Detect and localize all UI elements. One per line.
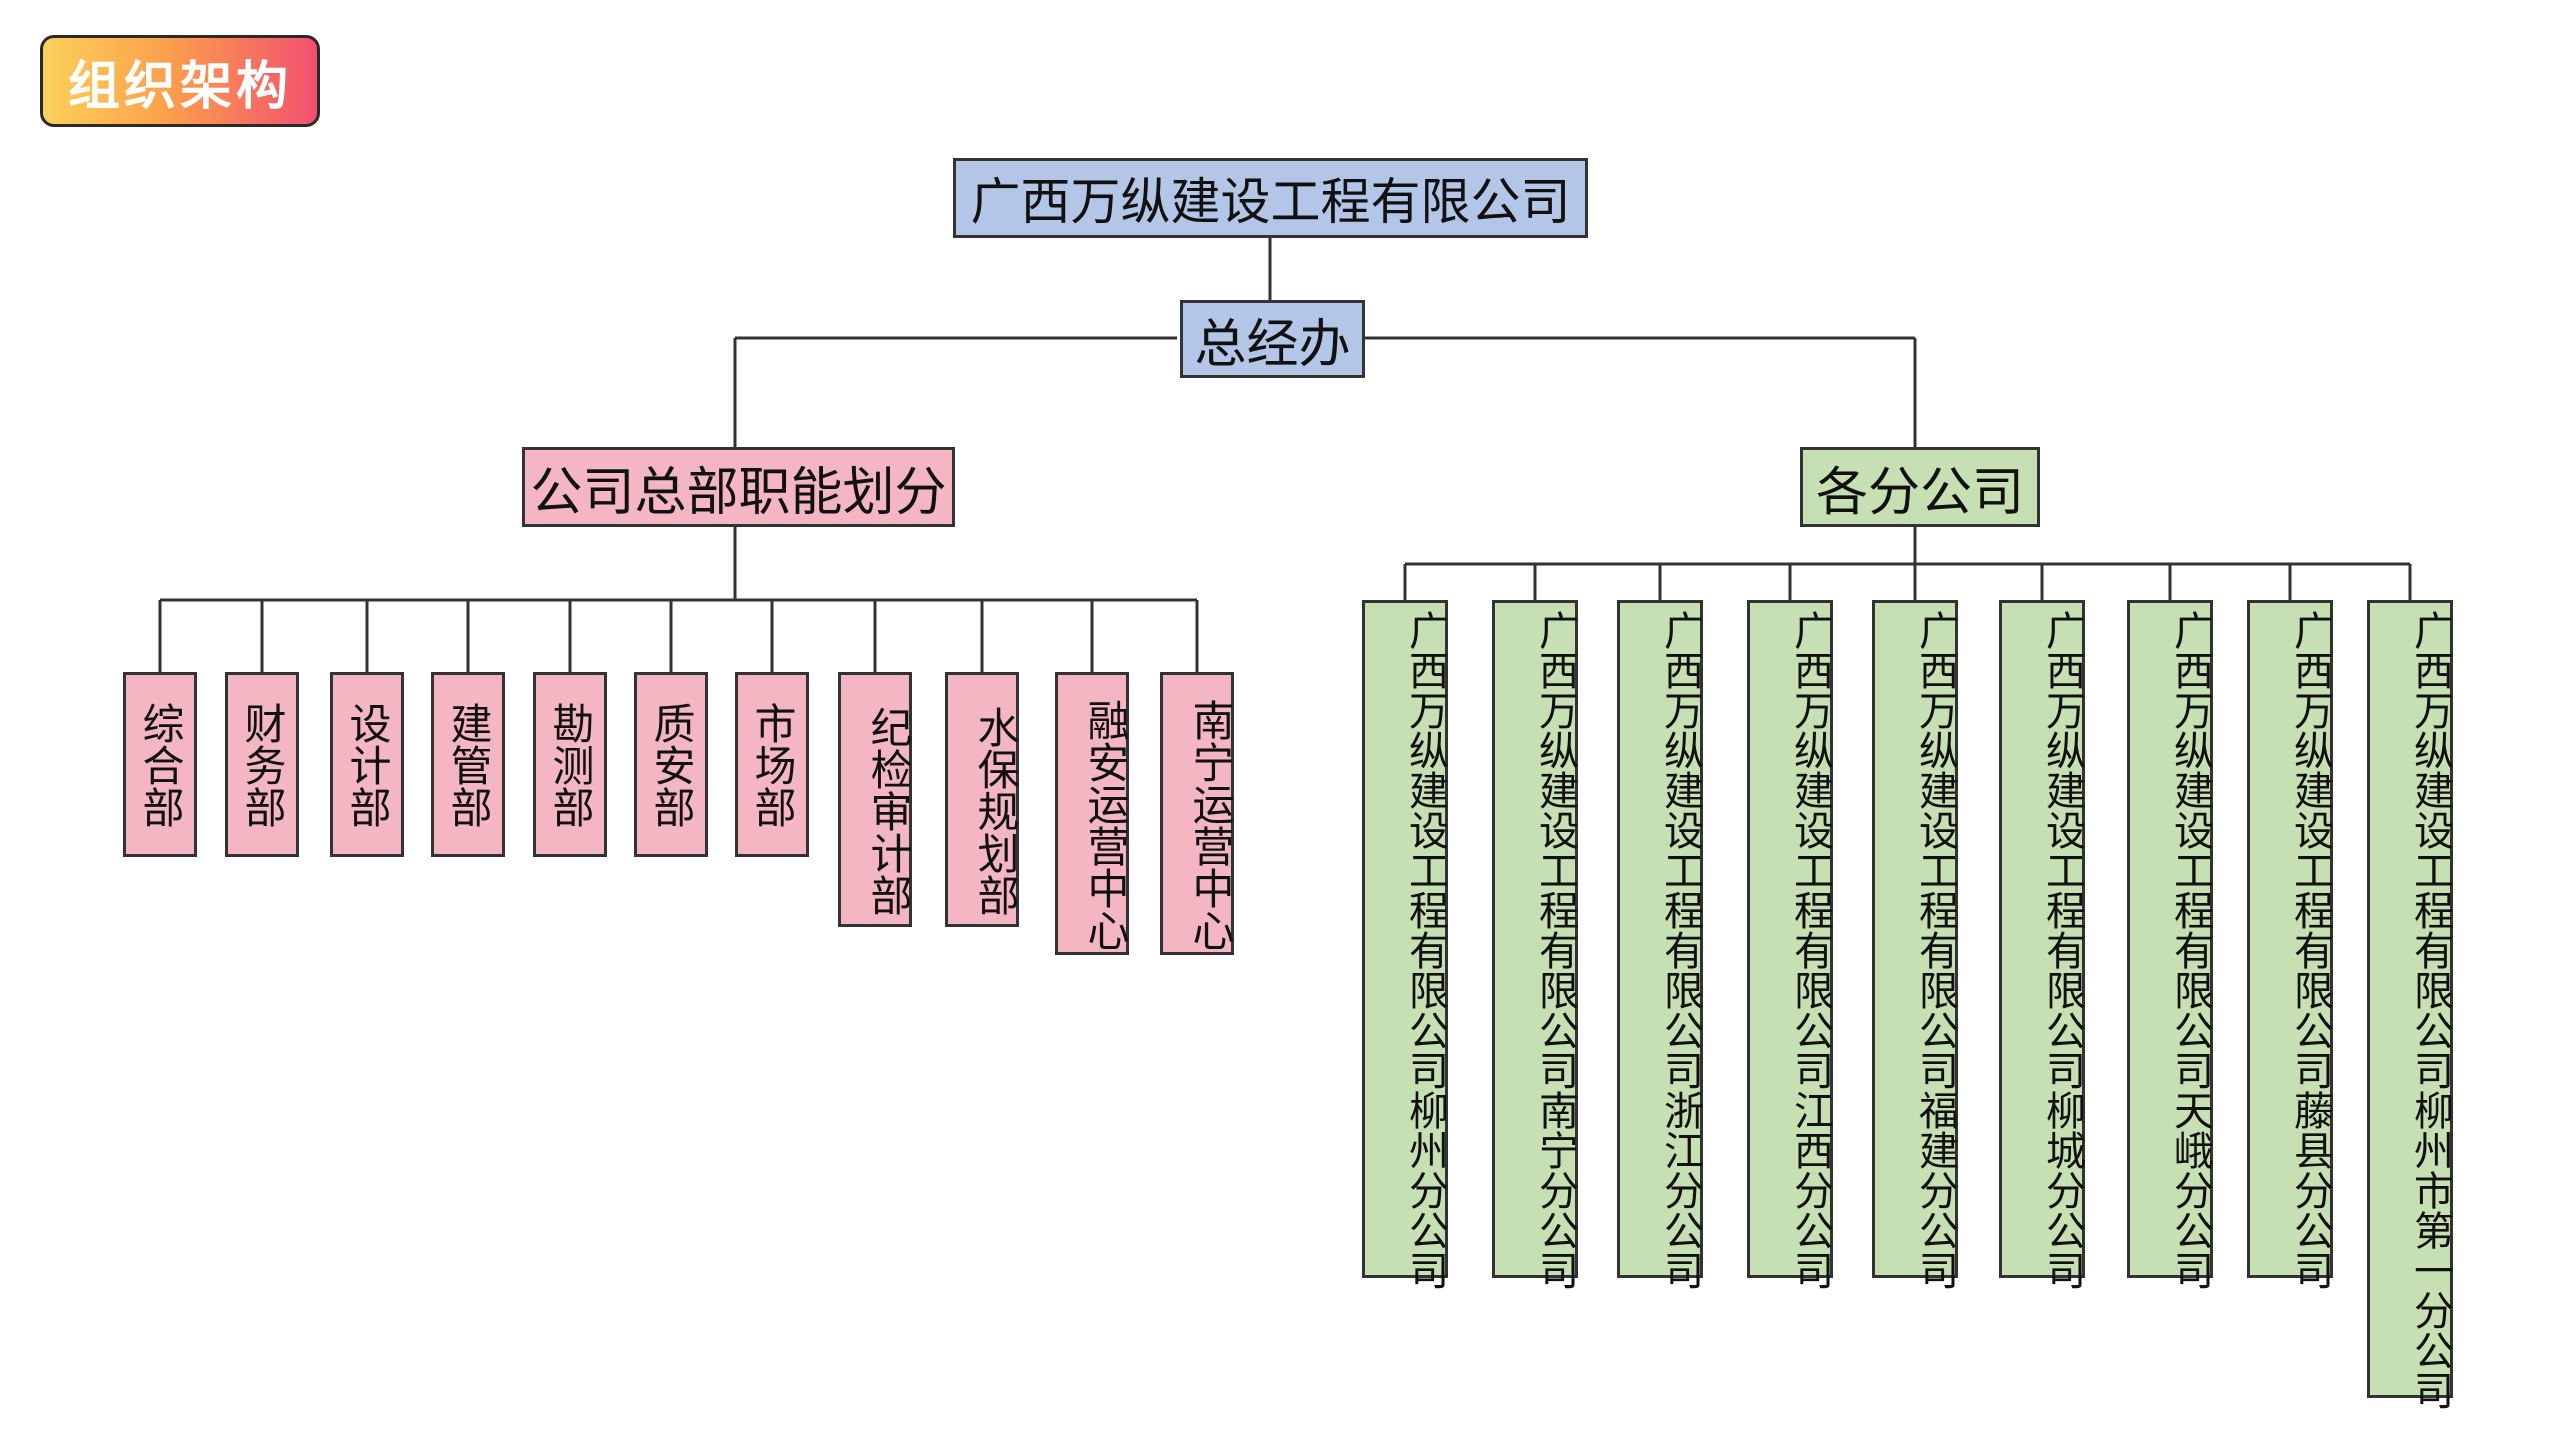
department-node: 建管部 (431, 672, 505, 857)
branch-company-node: 广西万纵建设工程有限公司浙江分公司 (1617, 600, 1703, 1290)
branch-company-node: 广西万纵建设工程有限公司江西分公司 (1747, 600, 1833, 1290)
department-node: 融安运营中心 (1055, 672, 1130, 955)
department-node: 质安部 (634, 672, 708, 857)
org-office-node: 总经办 (1180, 300, 1365, 378)
department-node: 设计部 (330, 672, 404, 857)
department-node: 南宁运营中心 (1160, 672, 1235, 955)
branch-company-node: 广西万纵建设工程有限公司天峨分公司 (2127, 600, 2213, 1290)
org-root-node: 广西万纵建设工程有限公司 (953, 158, 1588, 238)
department-node: 勘测部 (533, 672, 607, 857)
branch-company-node: 广西万纵建设工程有限公司南宁分公司 (1492, 600, 1578, 1290)
department-node: 财务部 (225, 672, 299, 857)
branch-company-node: 广西万纵建设工程有限公司柳州市第一分公司 (2367, 600, 2453, 1410)
branch-company-node: 广西万纵建设工程有限公司藤县分公司 (2247, 600, 2333, 1290)
department-node: 水保规划部 (945, 672, 1020, 927)
department-node: 纪检审计部 (838, 672, 913, 927)
section-title-badge: 组织架构 (40, 35, 320, 127)
org-hq-functions-node: 公司总部职能划分 (522, 447, 955, 527)
department-node: 市场部 (735, 672, 809, 857)
org-branches-node: 各分公司 (1800, 447, 2040, 527)
branch-company-node: 广西万纵建设工程有限公司福建分公司 (1872, 600, 1958, 1290)
branch-company-node: 广西万纵建设工程有限公司柳州分公司 (1362, 600, 1448, 1290)
branch-company-node: 广西万纵建设工程有限公司柳城分公司 (1999, 600, 2085, 1290)
department-node: 综合部 (123, 672, 197, 857)
